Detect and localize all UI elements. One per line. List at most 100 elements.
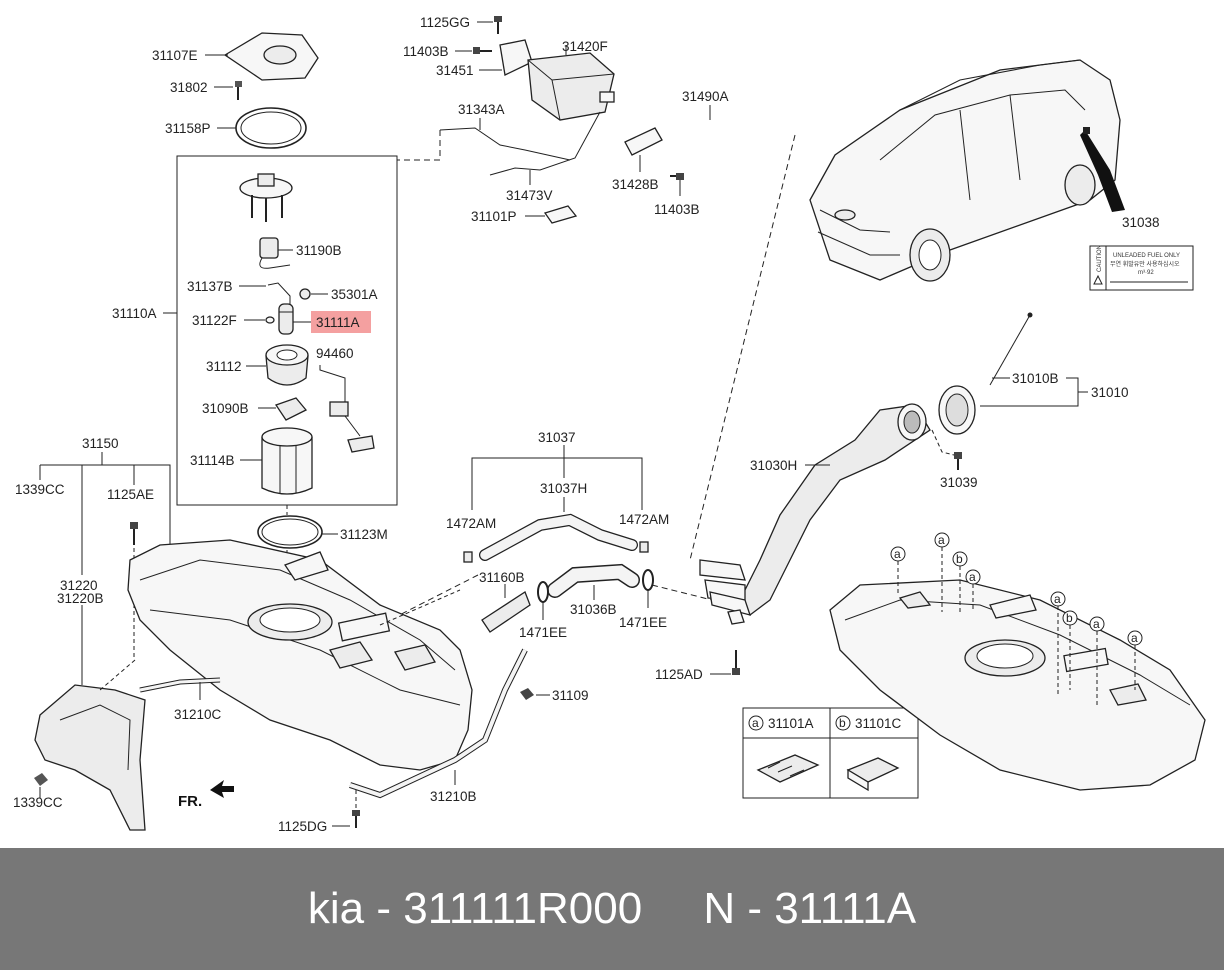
part-31190B bbox=[259, 237, 291, 269]
part-31101A-pad bbox=[756, 754, 820, 783]
sticker-line2: 무연 휘발유만 사용하십시오 bbox=[1110, 260, 1180, 268]
part-31802 bbox=[235, 81, 242, 100]
marker-b-1: b bbox=[956, 552, 963, 566]
label-11403B-top: 11403B bbox=[403, 44, 449, 59]
label-31038: 31038 bbox=[1122, 215, 1160, 230]
legend-b-marker: b bbox=[839, 716, 846, 730]
label-94460: 94460 bbox=[316, 346, 354, 361]
marker-a-2: a bbox=[938, 533, 945, 547]
label-31490A: 31490A bbox=[682, 89, 729, 104]
label-31343A: 31343A bbox=[458, 102, 505, 117]
part-1472AM-left bbox=[463, 551, 473, 563]
label-31114B: 31114B bbox=[190, 453, 235, 468]
part-31111A-fuel-pump bbox=[278, 303, 294, 335]
footer-ref-number: 31111A bbox=[774, 884, 917, 933]
footer-part-info: kia - 311111R000 N - 31111A bbox=[0, 848, 1224, 970]
part-31123M-inner bbox=[261, 518, 319, 546]
part-31010B-cap bbox=[938, 385, 976, 435]
part-1125AD bbox=[732, 650, 740, 675]
legend-b-part: 31101C bbox=[855, 716, 902, 731]
marker-group: a a b a a b a a bbox=[890, 532, 1143, 708]
label-31428B: 31428B bbox=[612, 177, 659, 192]
part-31220-heat-shield bbox=[34, 684, 146, 831]
part-31122F bbox=[265, 316, 275, 324]
label-31473V: 31473V bbox=[506, 188, 553, 203]
part-1125DG bbox=[352, 810, 360, 828]
marker-a-3: a bbox=[969, 570, 976, 584]
label-1472AM-right: 1472AM bbox=[619, 512, 669, 527]
part-94460 bbox=[319, 365, 375, 453]
footer-bar: kia - 311111R000 N - 31111A bbox=[0, 848, 1224, 970]
label-31802: 31802 bbox=[170, 80, 208, 95]
label-31112: 31112 bbox=[206, 359, 242, 374]
label-31122F: 31122F bbox=[192, 313, 237, 328]
diagram-canvas: 31110A 31107E 31802 31158P 31190B 31137B bbox=[13, 15, 1206, 834]
label-31107E: 31107E bbox=[152, 48, 198, 63]
fr-label: FR. bbox=[178, 793, 202, 810]
label-31220: 31220 bbox=[60, 578, 98, 593]
part-31090B bbox=[274, 397, 308, 421]
part-31101C-pad bbox=[846, 757, 900, 792]
label-31160B: 31160B bbox=[479, 570, 525, 585]
sticker-title: UNLEADED FUEL ONLY bbox=[1113, 253, 1180, 259]
label-31010: 31010 bbox=[1091, 385, 1129, 400]
part-31137B bbox=[267, 282, 291, 306]
pump-flange bbox=[239, 173, 293, 222]
label-1471EE-left: 1471EE bbox=[519, 625, 567, 640]
marker-a-6: a bbox=[1131, 631, 1138, 645]
part-1472AM-right bbox=[639, 541, 649, 553]
marker-a-5: a bbox=[1093, 617, 1100, 631]
part-31473V bbox=[489, 111, 601, 176]
marker-a-1: a bbox=[894, 547, 901, 561]
label-11403B-bottom: 11403B bbox=[654, 202, 700, 217]
part-31420F-canister bbox=[527, 52, 615, 121]
footer-brand: kia bbox=[307, 884, 365, 933]
part-31101P bbox=[543, 205, 578, 224]
part-31109 bbox=[520, 688, 534, 700]
sticker-line3: m³·92 bbox=[1138, 270, 1154, 276]
parts-diagram: 31110A 31107E 31802 31158P 31190B 31137B bbox=[13, 15, 1206, 834]
part-31343A bbox=[439, 127, 571, 161]
front-arrow-icon bbox=[210, 780, 234, 798]
footer-sep1: - bbox=[364, 884, 404, 933]
part-31114B bbox=[261, 427, 313, 495]
label-31110A: 31110A bbox=[112, 306, 157, 321]
car-illustration bbox=[809, 59, 1125, 282]
part-11403B-bottom bbox=[670, 173, 684, 180]
part-1471EE-left bbox=[537, 581, 549, 603]
label-1339CC-bottom: 1339CC bbox=[13, 795, 63, 810]
label-31210C: 31210C bbox=[174, 707, 222, 722]
label-31123M: 31123M bbox=[340, 527, 388, 542]
legend-a-part: 31101A bbox=[768, 716, 814, 731]
label-1125DG: 1125DG bbox=[278, 819, 327, 834]
part-31039 bbox=[954, 452, 962, 470]
tank-detail-view bbox=[829, 579, 1206, 791]
label-1125GG: 1125GG bbox=[420, 15, 470, 30]
fuel-label-sticker: UNLEADED FUEL ONLY 무연 휘발유만 사용하십시오 m³·92 … bbox=[1089, 245, 1194, 291]
label-31190B: 31190B bbox=[296, 243, 342, 258]
marker-b-2: b bbox=[1066, 611, 1073, 625]
label-31420F: 31420F bbox=[562, 39, 608, 54]
part-1125AE bbox=[130, 522, 138, 545]
part-31160B bbox=[481, 591, 531, 633]
label-31090B: 31090B bbox=[202, 401, 249, 416]
part-31150-fuel-tank bbox=[127, 539, 473, 771]
label-31111A: 31111A bbox=[316, 315, 360, 330]
label-1471EE-right: 1471EE bbox=[619, 615, 667, 630]
part-1471EE-right bbox=[642, 569, 654, 591]
footer-n-label: N bbox=[703, 884, 736, 933]
guide-line-31036B bbox=[651, 584, 713, 601]
part-31451 bbox=[499, 39, 533, 76]
label-1472AM-left: 1472AM bbox=[446, 516, 496, 531]
label-31451: 31451 bbox=[436, 63, 474, 78]
legend-box: a 31101A b 31101C bbox=[742, 707, 919, 799]
bracket-31037 bbox=[471, 457, 643, 510]
label-31101P: 31101P bbox=[471, 209, 517, 224]
label-31210B: 31210B bbox=[430, 789, 477, 804]
part-1125GG bbox=[494, 16, 502, 34]
label-31109: 31109 bbox=[552, 688, 589, 703]
label-31010B: 31010B bbox=[1012, 371, 1059, 386]
marker-a-4: a bbox=[1054, 592, 1061, 606]
sticker-caution: CAUTION bbox=[1097, 245, 1103, 272]
label-31037: 31037 bbox=[538, 430, 576, 445]
